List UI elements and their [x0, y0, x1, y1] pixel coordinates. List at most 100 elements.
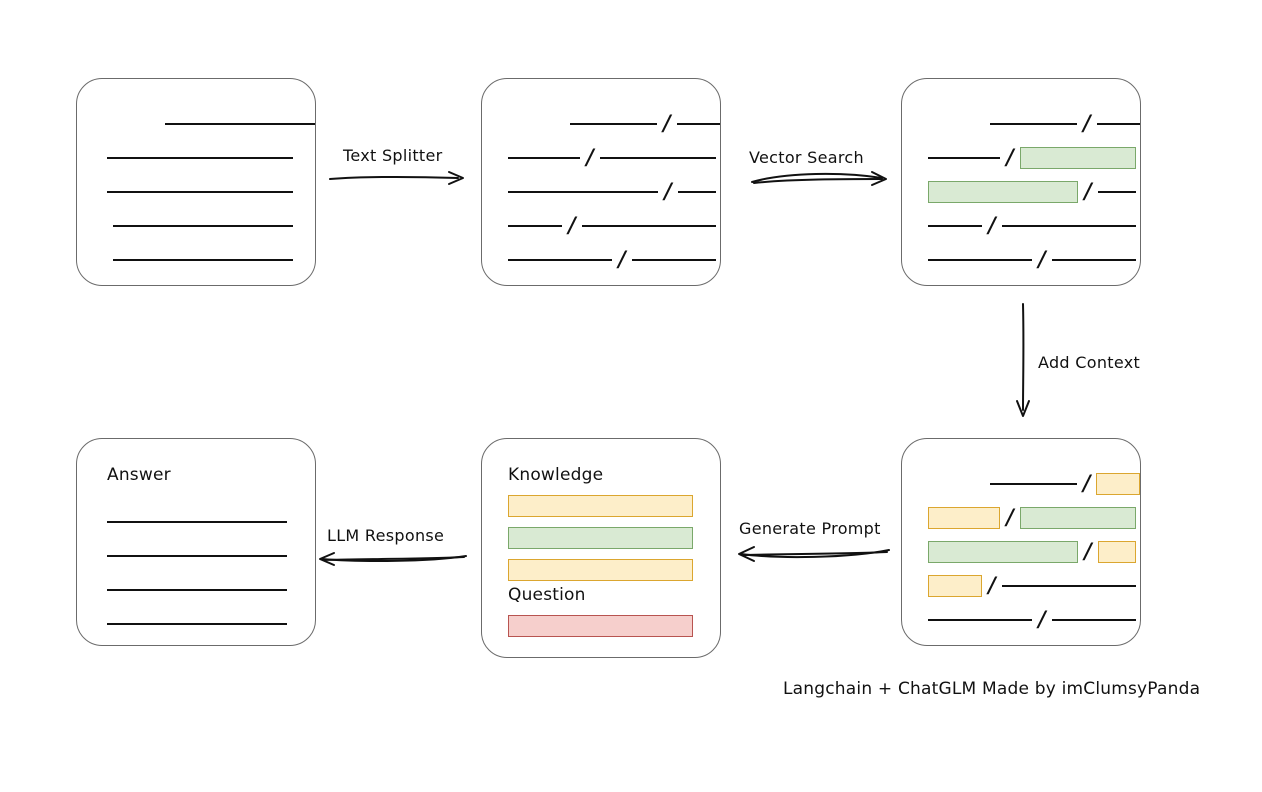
text-line-segment [1051, 259, 1136, 261]
text-line-segment [107, 555, 287, 557]
card-split-chunks[interactable]: / / / / / [481, 78, 721, 286]
prompt-chunk-red [508, 615, 693, 637]
answer-label: Answer [107, 465, 171, 485]
source-document-rows [77, 79, 315, 285]
slash-separator: / [988, 571, 996, 597]
slash-separator: / [1006, 143, 1014, 169]
document-line: / [482, 109, 720, 135]
text-line-segment [1051, 619, 1136, 621]
slash-separator: / [988, 211, 996, 237]
document-line: / [902, 469, 1140, 495]
answer-rows [77, 439, 315, 645]
highlight-chunk-yellow [1096, 473, 1140, 495]
highlight-chunk-green [928, 181, 1078, 203]
arrow-generate-prompt [738, 546, 890, 562]
slash-separator: / [586, 143, 594, 169]
document-line: / [902, 608, 1140, 631]
text-line-segment [928, 619, 1032, 621]
text-line-segment [508, 191, 658, 193]
slash-separator: / [1006, 503, 1014, 529]
arrow-text-splitter [329, 171, 464, 185]
highlight-chunk-green [1019, 507, 1136, 529]
text-line-segment [508, 157, 580, 159]
document-line: / [902, 503, 1140, 529]
document-line: / [482, 245, 720, 271]
highlight-chunk-green [928, 541, 1078, 563]
slash-separator: / [1082, 109, 1091, 135]
footer-credit: Langchain + ChatGLM Made by imClumsyPand… [783, 679, 1201, 699]
text-line-segment [1001, 225, 1136, 227]
document-line: / [482, 211, 720, 237]
text-line-segment [631, 259, 716, 261]
edge-label-llm-response: LLM Response [327, 526, 445, 545]
highlight-chunk-green [1019, 147, 1136, 169]
text-line-segment [113, 225, 293, 227]
text-line-segment [990, 483, 1077, 485]
document-line: / [902, 143, 1140, 169]
highlight-chunk-yellow [928, 507, 1000, 529]
document-line: / [902, 571, 1140, 597]
knowledge-label: Knowledge [508, 465, 604, 485]
slash-separator: / [568, 211, 576, 237]
text-line-segment [990, 123, 1077, 125]
card-source-document[interactable] [76, 78, 316, 286]
card-context-added[interactable]: / / / / / [901, 438, 1141, 646]
document-line [77, 579, 315, 601]
text-line-segment [165, 123, 315, 125]
document-line [77, 249, 315, 271]
slash-separator: / [1082, 469, 1091, 495]
text-line-segment [107, 589, 287, 591]
text-line-segment [599, 157, 716, 159]
document-line [77, 545, 315, 567]
slash-separator: / [662, 109, 671, 135]
edge-label-add-context: Add Context [1038, 353, 1141, 372]
document-line [77, 147, 315, 169]
arrow-vector-search [751, 171, 887, 186]
text-line-segment [1097, 191, 1136, 193]
card-prompt[interactable]: Knowledge Question [481, 438, 721, 658]
document-line [77, 215, 315, 237]
slash-separator: / [664, 177, 672, 203]
text-line-segment [107, 191, 293, 193]
slash-separator: / [1084, 537, 1092, 563]
card-answer[interactable]: Answer [76, 438, 316, 646]
arrow-add-context [1016, 303, 1030, 417]
slash-separator: / [1038, 245, 1046, 271]
text-line-segment [508, 259, 612, 261]
text-line-segment [113, 259, 293, 261]
card-vector-matches[interactable]: / / / / / [901, 78, 1141, 286]
document-line: / [482, 177, 720, 203]
document-line: / [902, 537, 1140, 563]
document-line [77, 613, 315, 635]
highlight-chunk-yellow [1097, 541, 1136, 563]
text-line-segment [508, 225, 562, 227]
text-line-segment [107, 623, 287, 625]
text-line-segment [1096, 123, 1140, 125]
split-chunks-rows: / / / / / [482, 79, 720, 285]
text-line-segment [677, 191, 716, 193]
edge-label-generate-prompt: Generate Prompt [739, 519, 881, 538]
slash-separator: / [1084, 177, 1092, 203]
text-line-segment [570, 123, 657, 125]
text-line-segment [928, 157, 1000, 159]
document-line: / [482, 143, 720, 169]
document-line: / [902, 211, 1140, 237]
text-line-segment [676, 123, 720, 125]
text-line-segment [928, 259, 1032, 261]
document-line [77, 113, 315, 135]
text-line-segment [107, 157, 293, 159]
text-line-segment [928, 225, 982, 227]
text-line-segment [581, 225, 716, 227]
vector-matches-rows: / / / / / [902, 79, 1140, 285]
context-added-rows: / / / / / [902, 439, 1140, 645]
arrow-llm-response [319, 552, 467, 566]
highlight-chunk-yellow [928, 575, 982, 597]
prompt-chunk-green [508, 527, 693, 549]
edge-label-text-splitter: Text Splitter [343, 146, 443, 165]
question-label: Question [508, 585, 586, 605]
slash-separator: / [618, 245, 626, 271]
document-line: / [902, 177, 1140, 203]
text-line-segment [107, 521, 287, 523]
document-line: / [902, 109, 1140, 135]
